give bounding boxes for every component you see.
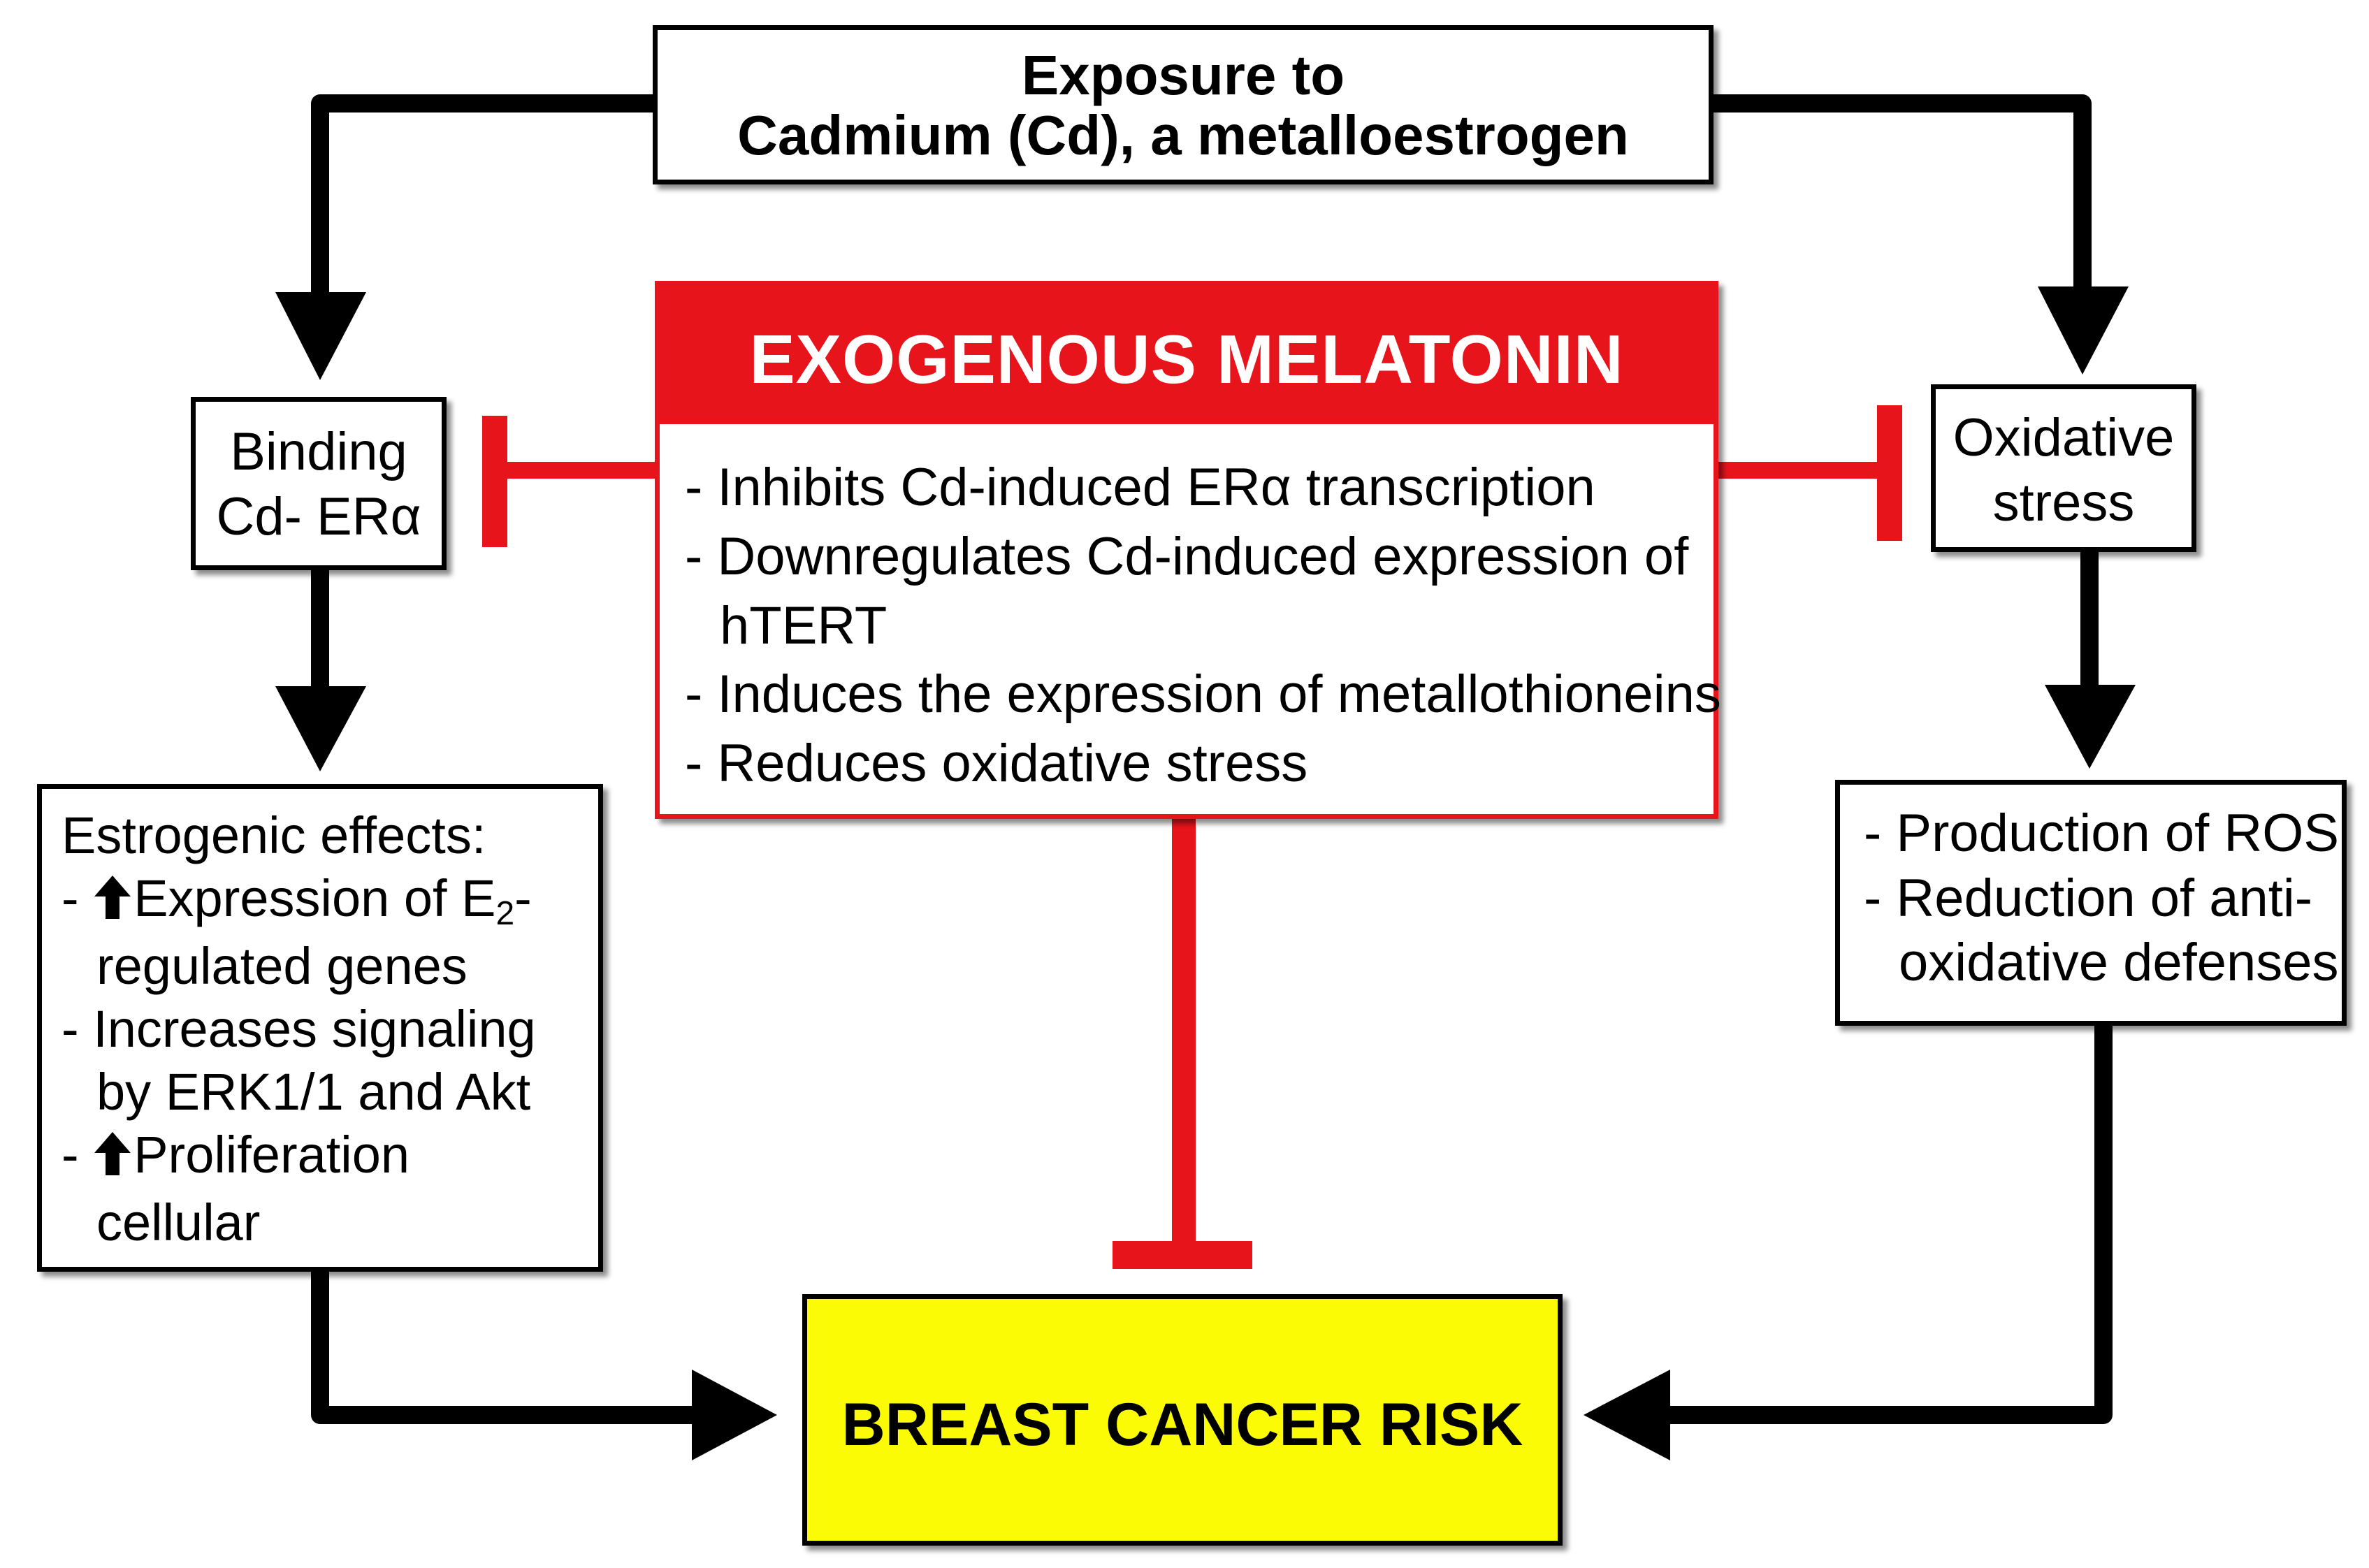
arrow-exposure-to-oxidative xyxy=(1704,94,2129,375)
arrow-binding-to-estrogenic xyxy=(275,570,366,771)
estrogenic-heading: Estrogenic effects: xyxy=(61,806,486,864)
ros-item-1: - Production of ROS xyxy=(1864,804,2340,863)
arrow-exposure-to-binding xyxy=(275,94,662,380)
inhibition-melatonin-to-oxidative xyxy=(1718,405,1902,541)
estrogenic-item-1-cont: regulated genes xyxy=(96,936,468,995)
estrogenic-item-2-cont: by ERK1/1 and Akt xyxy=(96,1063,531,1121)
arrow-oxidative-to-ros xyxy=(2045,552,2136,769)
melatonin-effect-4: - Reduces oxidative stress xyxy=(685,734,1308,794)
e2-subscript: 2 xyxy=(495,895,515,933)
ros-effects-box: - Production of ROS - Reduction of anti-… xyxy=(1835,780,2347,1026)
estrogenic-item-2: - Increases signaling xyxy=(61,999,536,1058)
melatonin-effects-list: - Inhibits Cd-induced ERα transcription … xyxy=(660,424,1721,799)
inhibition-melatonin-to-binding xyxy=(482,416,655,547)
inhibition-melatonin-to-risk xyxy=(1113,819,1252,1269)
estrogenic-item-1-text: Expression of E xyxy=(133,869,496,928)
melatonin-effect-2-cont: hTERT xyxy=(720,595,888,655)
oxidative-line-1: Oxidative xyxy=(1953,408,2175,467)
estrogenic-item-3: - Proliferation xyxy=(61,1124,591,1191)
binding-line-1: Binding xyxy=(230,422,407,481)
binding-box: Binding Cd- ERα xyxy=(191,397,447,570)
melatonin-box: EXOGENOUS MELATONIN - Inhibits Cd-induce… xyxy=(655,281,1721,819)
melatonin-effect-1: - Inhibits Cd-induced ERα transcription xyxy=(685,458,1595,517)
estrogenic-item-1: - Expression of E2- xyxy=(61,867,591,934)
oxidative-line-2: stress xyxy=(1992,472,2135,532)
arrow-ros-to-risk xyxy=(1584,1017,2113,1460)
melatonin-effect-2: - Downregulates Cd-induced expression of xyxy=(685,526,1689,586)
ros-item-2: - Reduction of anti- xyxy=(1864,868,2313,928)
melatonin-title: EXOGENOUS MELATONIN xyxy=(660,286,1714,424)
ros-item-2-cont: oxidative defenses xyxy=(1899,933,2339,993)
exposure-line-2: Cadmium (Cd), a metalloestrogen xyxy=(737,104,1629,167)
estrogenic-item-3-text: Proliferation xyxy=(133,1126,410,1184)
dash-3: - xyxy=(61,1126,94,1184)
melatonin-effect-3: - Induces the expression of metallothion… xyxy=(685,665,1721,725)
estrogenic-item-1-end: - xyxy=(514,869,532,928)
exposure-box: Exposure to Cadmium (Cd), a metalloestro… xyxy=(653,25,1714,184)
binding-line-2: Cd- ERα xyxy=(216,486,421,546)
up-arrow-icon xyxy=(93,1128,132,1191)
exposure-line-1: Exposure to xyxy=(1021,44,1345,106)
arrow-estrogenic-to-risk xyxy=(311,1263,777,1460)
risk-label: BREAST CANCER RISK xyxy=(841,1391,1523,1458)
oxidative-stress-box: Oxidative stress xyxy=(1931,384,2196,552)
estrogenic-item-3-cont: cellular xyxy=(96,1193,261,1251)
estrogenic-effects-box: Estrogenic effects: - Expression of E2- … xyxy=(37,784,603,1272)
breast-cancer-risk-box: BREAST CANCER RISK xyxy=(802,1294,1563,1546)
dash-1: - xyxy=(61,869,94,928)
up-arrow-icon xyxy=(93,871,132,934)
